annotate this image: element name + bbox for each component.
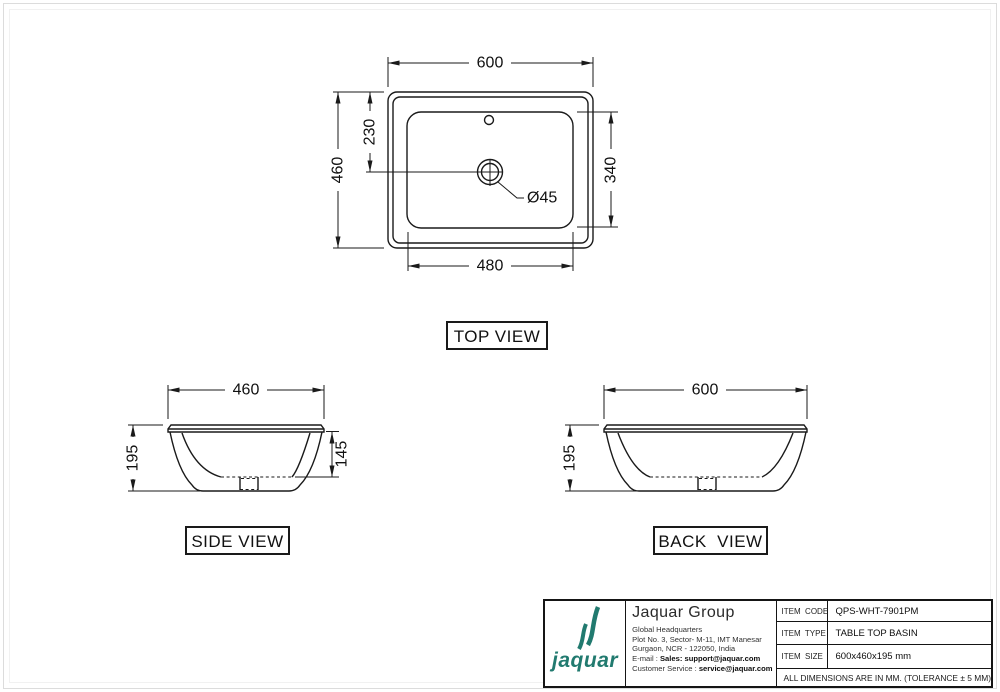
address-line: Global Headquarters [632, 625, 703, 634]
back-view-label: BACK VIEW [658, 532, 762, 551]
dimensions-note: ALL DIMENSIONS ARE IN MM. (TOLERANCE ± 5… [783, 672, 992, 683]
customer-service-line: Customer Service : service@jaquar.com [632, 664, 772, 674]
drain-leader-line [497, 181, 524, 199]
dim-drain-diameter: Ø45 [527, 190, 557, 207]
item-size-label: ITEM SIZE [777, 645, 828, 668]
faucet-hole [483, 114, 495, 126]
side-body [169, 431, 323, 492]
dim-back-height: 195 [562, 445, 579, 472]
dim-side-depth: 145 [334, 441, 351, 468]
top-view-label-box [446, 321, 548, 350]
item-type-label: ITEM TYPE [777, 622, 828, 644]
service-value: service@jaquar.com [698, 663, 773, 673]
address-line: Gurgaon, NCR - 122050, India [632, 644, 736, 654]
dim-inner-height: 340 [603, 157, 620, 184]
email-line: E-mail : Sales: support@jaquar.com [632, 654, 772, 664]
item-code-value: QPS-WHT-7901PM [835, 605, 919, 617]
company-info-cell: Jaquar Group Global Headquarters Plot No… [626, 601, 777, 686]
jaquar-logo-text: jaquar [552, 649, 619, 672]
back-view: 600 195 BACK VIEW [561, 381, 808, 555]
back-view-label-box [653, 526, 768, 555]
basin-outer-rim [387, 91, 594, 249]
dim-inner-width: 480 [477, 258, 504, 275]
email-value: Sales: support@jaquar.com [659, 654, 761, 664]
basin-bowl-edge [406, 111, 574, 229]
dim-center-from-top: 230 [362, 119, 379, 146]
top-view: Ø45 600 460 230 340 480 TOP VIEW [329, 54, 620, 350]
item-info-table: ITEM CODE QPS-WHT-7901PM ITEM TYPE TABLE… [776, 601, 992, 686]
sheet-inner-frame [9, 9, 991, 683]
sheet-frame [3, 3, 997, 689]
address-line: Plot No. 3, Sector- M-11, IMT Manesar [632, 634, 762, 644]
table-row: ITEM CODE QPS-WHT-7901PM [776, 601, 991, 622]
item-code-label: ITEM CODE [777, 601, 828, 621]
service-label: Customer Service : [632, 663, 699, 673]
dim-top-height: 460 [330, 157, 347, 184]
top-view-label: TOP VIEW [454, 327, 541, 346]
back-body [605, 431, 807, 492]
side-view-label: SIDE VIEW [191, 532, 283, 551]
table-row: ITEM TYPE TABLE TOP BASIN [776, 622, 991, 645]
basin-rim-inner-edge [392, 96, 589, 244]
title-block: jaquar Jaquar Group Global Headquarters … [543, 599, 993, 688]
table-row: ITEM SIZE 600x460x195 mm [776, 645, 991, 669]
logo-cell: jaquar [545, 601, 627, 686]
company-name: Jaquar Group [632, 604, 735, 621]
item-size-value: 600x460x195 mm [835, 651, 912, 662]
item-type-value: TABLE TOP BASIN [835, 627, 918, 639]
dim-side-height: 195 [125, 445, 142, 472]
side-view-label-box [185, 526, 290, 555]
side-view: 460 195 145 SIDE VIEW [124, 381, 351, 555]
dim-side-width: 460 [233, 382, 260, 399]
dim-back-width: 600 [692, 382, 719, 399]
jaquar-logo-icon [577, 606, 601, 650]
email-label: E-mail : [632, 654, 660, 664]
dim-top-width: 600 [477, 55, 504, 72]
